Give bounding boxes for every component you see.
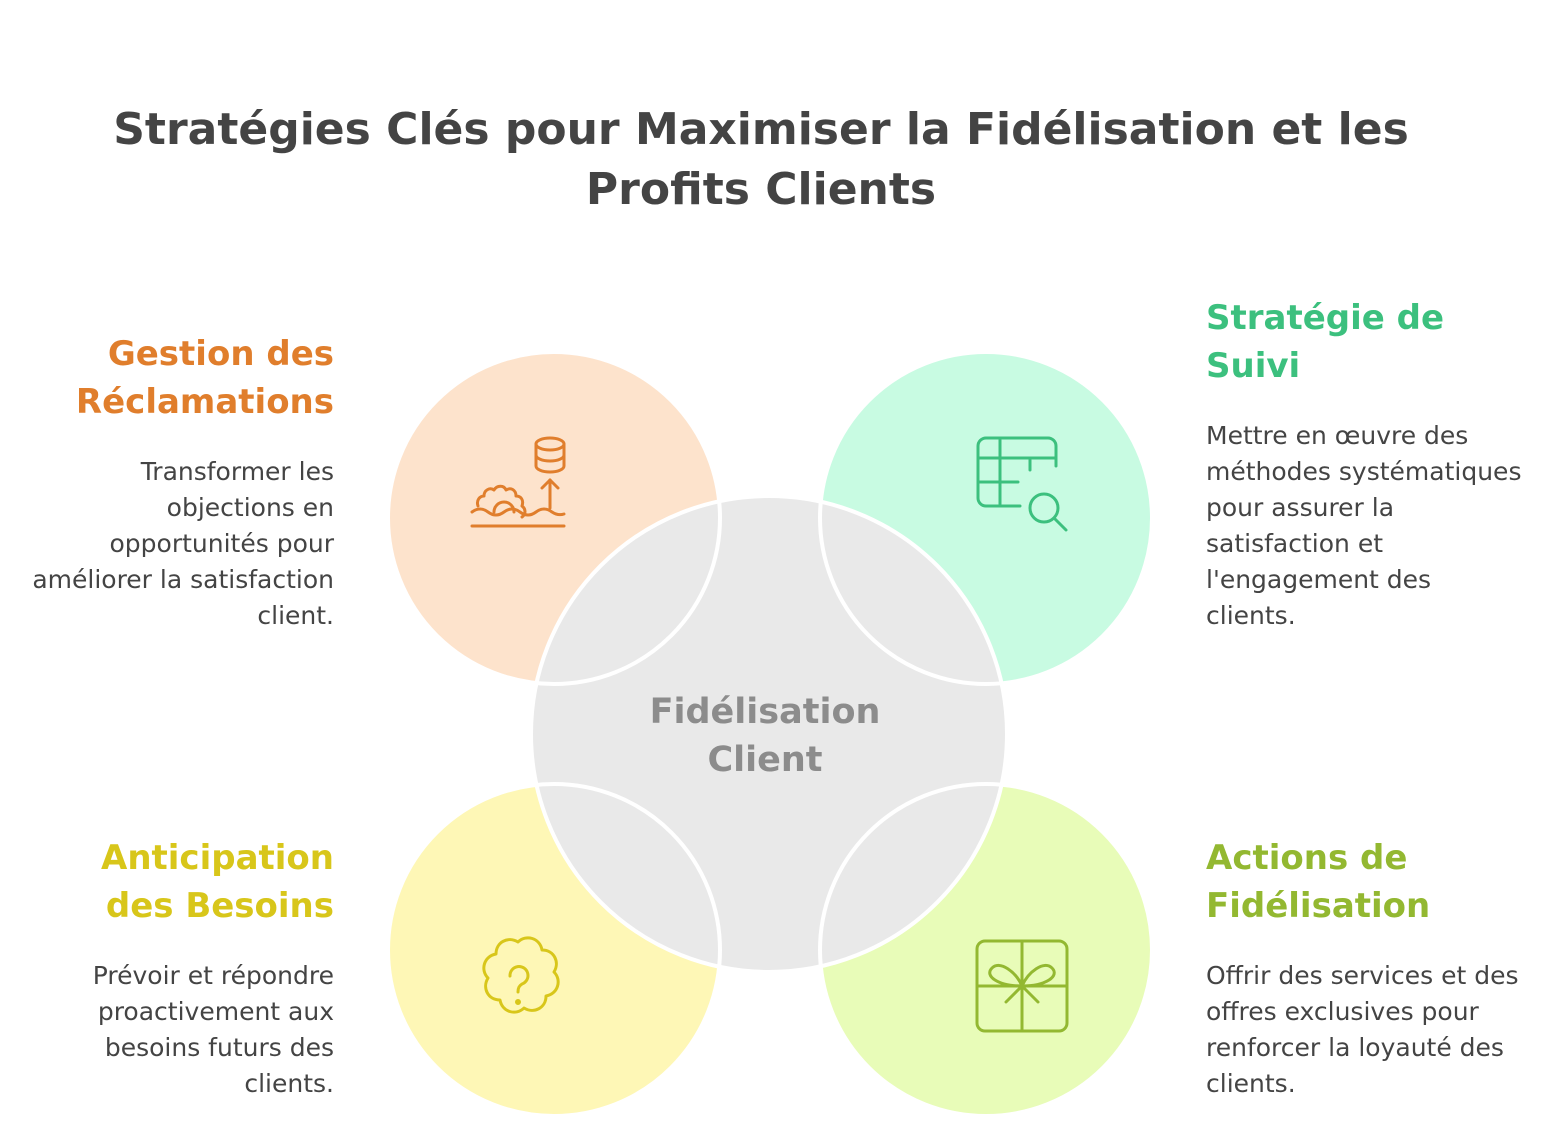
description-reclamations: Transformer les objections en opportunit…	[32, 457, 334, 630]
center-label: Fidélisation Client	[649, 692, 881, 780]
circle-center	[531, 496, 1007, 972]
heading-anticipation: Anticipation des Besoins	[101, 838, 334, 926]
heading-reclamations: Gestion des Réclamations	[75, 334, 334, 422]
description-fidelisation: Offrir des services et des offres exclus…	[1206, 961, 1519, 1098]
gift-icon	[975, 939, 1069, 1033]
page-title: Stratégies Clés pour Maximiser la Fidéli…	[113, 104, 1409, 215]
description-suivi: Mettre en œuvre des méthodes systématiqu…	[1206, 421, 1522, 630]
heading-fidelisation: Actions de Fidélisation	[1206, 838, 1431, 926]
table-search-icon	[976, 436, 1068, 532]
description-anticipation: Prévoir et répondre proactivement aux be…	[92, 961, 334, 1098]
question-badge-icon	[482, 936, 560, 1014]
gear-coins-growth-icon	[470, 436, 566, 528]
heading-suivi: Stratégie de Suivi	[1206, 298, 1445, 386]
